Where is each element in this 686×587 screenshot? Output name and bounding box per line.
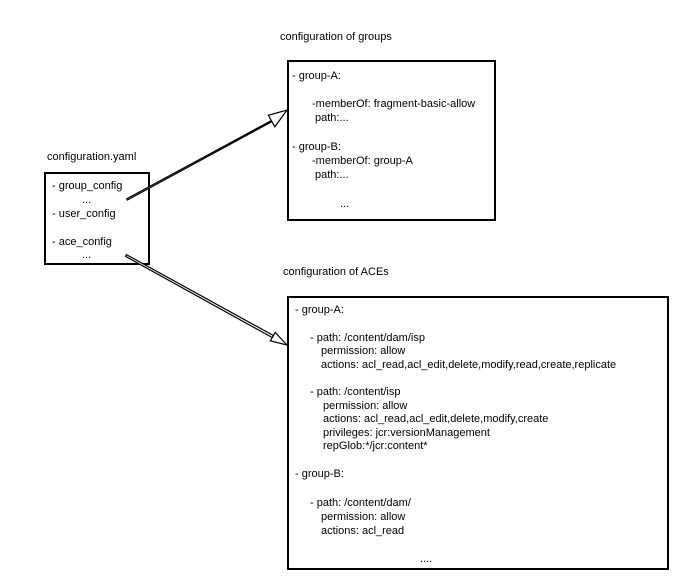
groups-line-memberof-a: -memberOf: fragment-basic-allow bbox=[312, 98, 476, 110]
arrow-yaml-to-aces bbox=[124, 253, 289, 347]
aces-line-ellipsis: .... bbox=[420, 553, 433, 565]
aces-line-actions-3: actions: acl_read bbox=[321, 525, 405, 537]
groups-line-group-b: - group-B: bbox=[292, 141, 341, 153]
aces-title: configuration of ACEs bbox=[283, 266, 389, 278]
aces-line-permission-2: permission: allow bbox=[323, 400, 408, 412]
aces-line-group-a: - group-A: bbox=[295, 304, 344, 316]
aces-line-group-b: - group-B: bbox=[295, 468, 344, 480]
groups-line-path-a: path:... bbox=[315, 112, 349, 124]
yaml-box: - group_config ... - user_config - ace_c… bbox=[44, 172, 150, 265]
groups-line-memberof-b: -memberOf: group-A bbox=[312, 155, 413, 167]
aces-line-actions-2: actions: acl_read,acl_edit,delete,modify… bbox=[323, 413, 549, 425]
aces-line-permission-1: permission: allow bbox=[321, 345, 406, 357]
yaml-title: configuration.yaml bbox=[47, 151, 137, 163]
yaml-line-ellipsis-2: ... bbox=[82, 249, 92, 261]
groups-line-ellipsis: ... bbox=[340, 198, 350, 210]
groups-title: configuration of groups bbox=[280, 31, 392, 43]
groups-box: - group-A: -memberOf: fragment-basic-all… bbox=[287, 60, 496, 221]
yaml-line-ace-config: - ace_config bbox=[52, 236, 112, 248]
aces-line-repglob: repGlob:*/jcr:content* bbox=[323, 440, 428, 452]
yaml-line-ellipsis-1: ... bbox=[82, 194, 92, 206]
yaml-line-user-config: - user_config bbox=[52, 208, 116, 220]
aces-line-permission-3: permission: allow bbox=[321, 511, 406, 523]
groups-line-path-b: path:... bbox=[315, 169, 349, 181]
aces-line-path-dam: - path: /content/dam/ bbox=[310, 497, 411, 509]
aces-line-actions-1: actions: acl_read,acl_edit,delete,modify… bbox=[321, 359, 617, 371]
groups-line-group-a: - group-A: bbox=[292, 70, 341, 82]
yaml-line-group-config: - group_config bbox=[52, 180, 123, 192]
aces-line-path-dam-isp: - path: /content/dam/isp bbox=[310, 332, 425, 344]
aces-line-privileges: privileges: jcr:versionManagement bbox=[323, 427, 490, 439]
arrow-yaml-to-groups bbox=[125, 108, 289, 201]
aces-line-path-content-isp: - path: /content/isp bbox=[310, 386, 401, 398]
aces-box: - group-A: - path: /content/dam/isp perm… bbox=[287, 296, 669, 570]
